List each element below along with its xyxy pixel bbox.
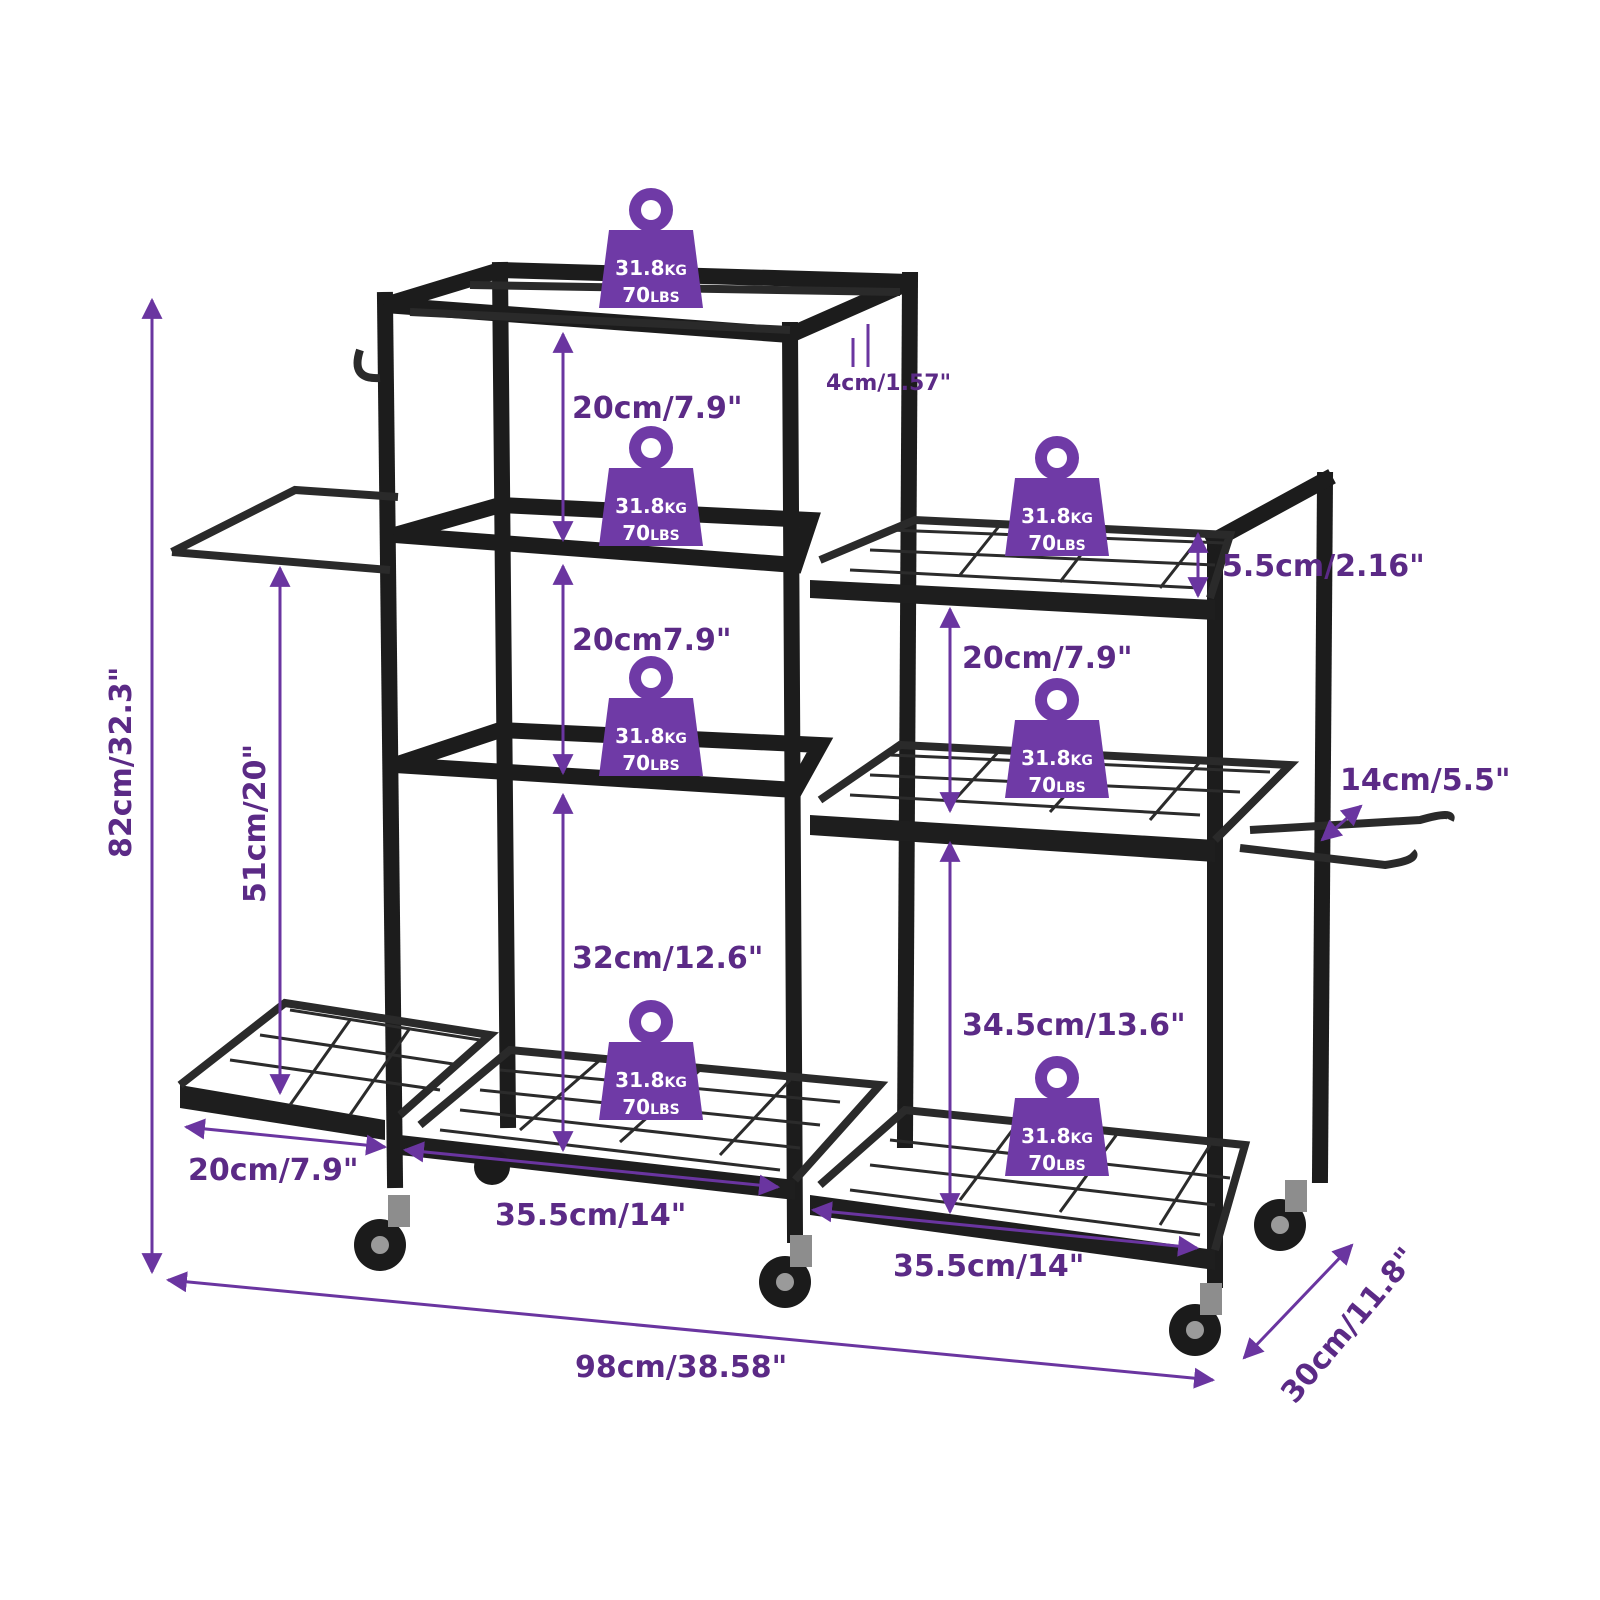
right-gap-lower-label: 34.5cm/13.6": [962, 1008, 1186, 1043]
total-width-label: 98cm/38.58": [575, 1350, 787, 1385]
right-upper-shelf-front: [810, 580, 1215, 620]
svg-text:31.8KG: 31.8KG: [615, 494, 687, 518]
right-middle-shelf-front: [810, 815, 1215, 862]
tower-back-left-post: [491, 261, 517, 1129]
left-bottom-shelf-front: [400, 1135, 795, 1200]
dimension-arrows: [141, 297, 1363, 1389]
depth-arrow: [1242, 1243, 1354, 1360]
load-badge-right-bottom: 31.8KG 70LBS: [1005, 1056, 1109, 1176]
total-height-label: 82cm/32.3": [104, 667, 139, 858]
tower-front-left-post: [376, 291, 404, 1189]
left-shelf-width-label: 35.5cm/14": [495, 1198, 686, 1233]
svg-text:70LBS: 70LBS: [622, 1095, 680, 1119]
hole-spacing-arrow: [851, 324, 870, 367]
svg-text:70LBS: 70LBS: [622, 521, 680, 545]
svg-text:70LBS: 70LBS: [622, 283, 680, 307]
right-gap-upper-label: 20cm/7.9": [962, 641, 1133, 676]
svg-text:70LBS: 70LBS: [1028, 773, 1086, 797]
svg-text:31.8KG: 31.8KG: [615, 1068, 687, 1092]
side-rack-width-arrow: [183, 1118, 388, 1156]
hook-length-arrow: [1320, 804, 1363, 842]
hole-spacing-label: 4cm/1.57": [826, 371, 951, 396]
side-rack-top-bar: [170, 485, 399, 574]
load-badge-second-shelf: 31.8KG 70LBS: [599, 426, 703, 546]
tower-rail-3: [392, 721, 834, 799]
svg-text:31.8KG: 31.8KG: [615, 724, 687, 748]
svg-text:31.8KG: 31.8KG: [1021, 746, 1093, 770]
svg-text:70LBS: 70LBS: [1028, 1151, 1086, 1175]
right-hook-upper: [1249, 811, 1455, 834]
load-badge-third-shelf: 31.8KG 70LBS: [599, 656, 703, 776]
shelf-lip-label: 5.5cm/2.16": [1222, 549, 1425, 584]
right-shelf-width-label: 35.5cm/14": [893, 1249, 1084, 1284]
tower-back-right-post: [896, 271, 919, 1149]
load-badge-top-shelf: 31.8KG 70LBS: [599, 188, 703, 308]
top-gap-upper-label: 20cm/7.9": [572, 391, 743, 426]
svg-text:31.8KG: 31.8KG: [615, 256, 687, 280]
right-shelf-width-arrow: [810, 1201, 1200, 1257]
load-badge-right-middle: 31.8KG 70LBS: [1005, 678, 1109, 798]
load-badge-left-bottom: 31.8KG 70LBS: [599, 1000, 703, 1120]
rack-frame: [170, 261, 1455, 1356]
side-rack-width-label: 20cm/7.9": [188, 1153, 359, 1188]
side-rack-tray: [177, 998, 499, 1118]
hook-length-label: 14cm/5.5": [1340, 763, 1511, 798]
tower-rail-2: [392, 496, 821, 574]
side-rack-height-label: 51cm/20": [238, 744, 273, 903]
svg-text:31.8KG: 31.8KG: [1021, 504, 1093, 528]
load-badge-right-upper: 31.8KG 70LBS: [1005, 436, 1109, 556]
svg-text:70LBS: 70LBS: [622, 751, 680, 775]
side-rack-tray-front: [180, 1085, 385, 1140]
depth-label: 30cm/11.8": [1274, 1241, 1424, 1410]
total-width-arrow: [165, 1271, 1216, 1389]
top-gap-middle-label: 20cm7.9": [572, 623, 732, 658]
svg-text:70LBS: 70LBS: [1028, 531, 1086, 555]
svg-text:31.8KG: 31.8KG: [1021, 1124, 1093, 1148]
lower-gap-left-label: 32cm/12.6": [572, 941, 763, 976]
right-hook-lower: [1239, 844, 1418, 870]
left-hook-small: [353, 348, 381, 383]
left-shelf-width-arrow: [402, 1141, 781, 1196]
